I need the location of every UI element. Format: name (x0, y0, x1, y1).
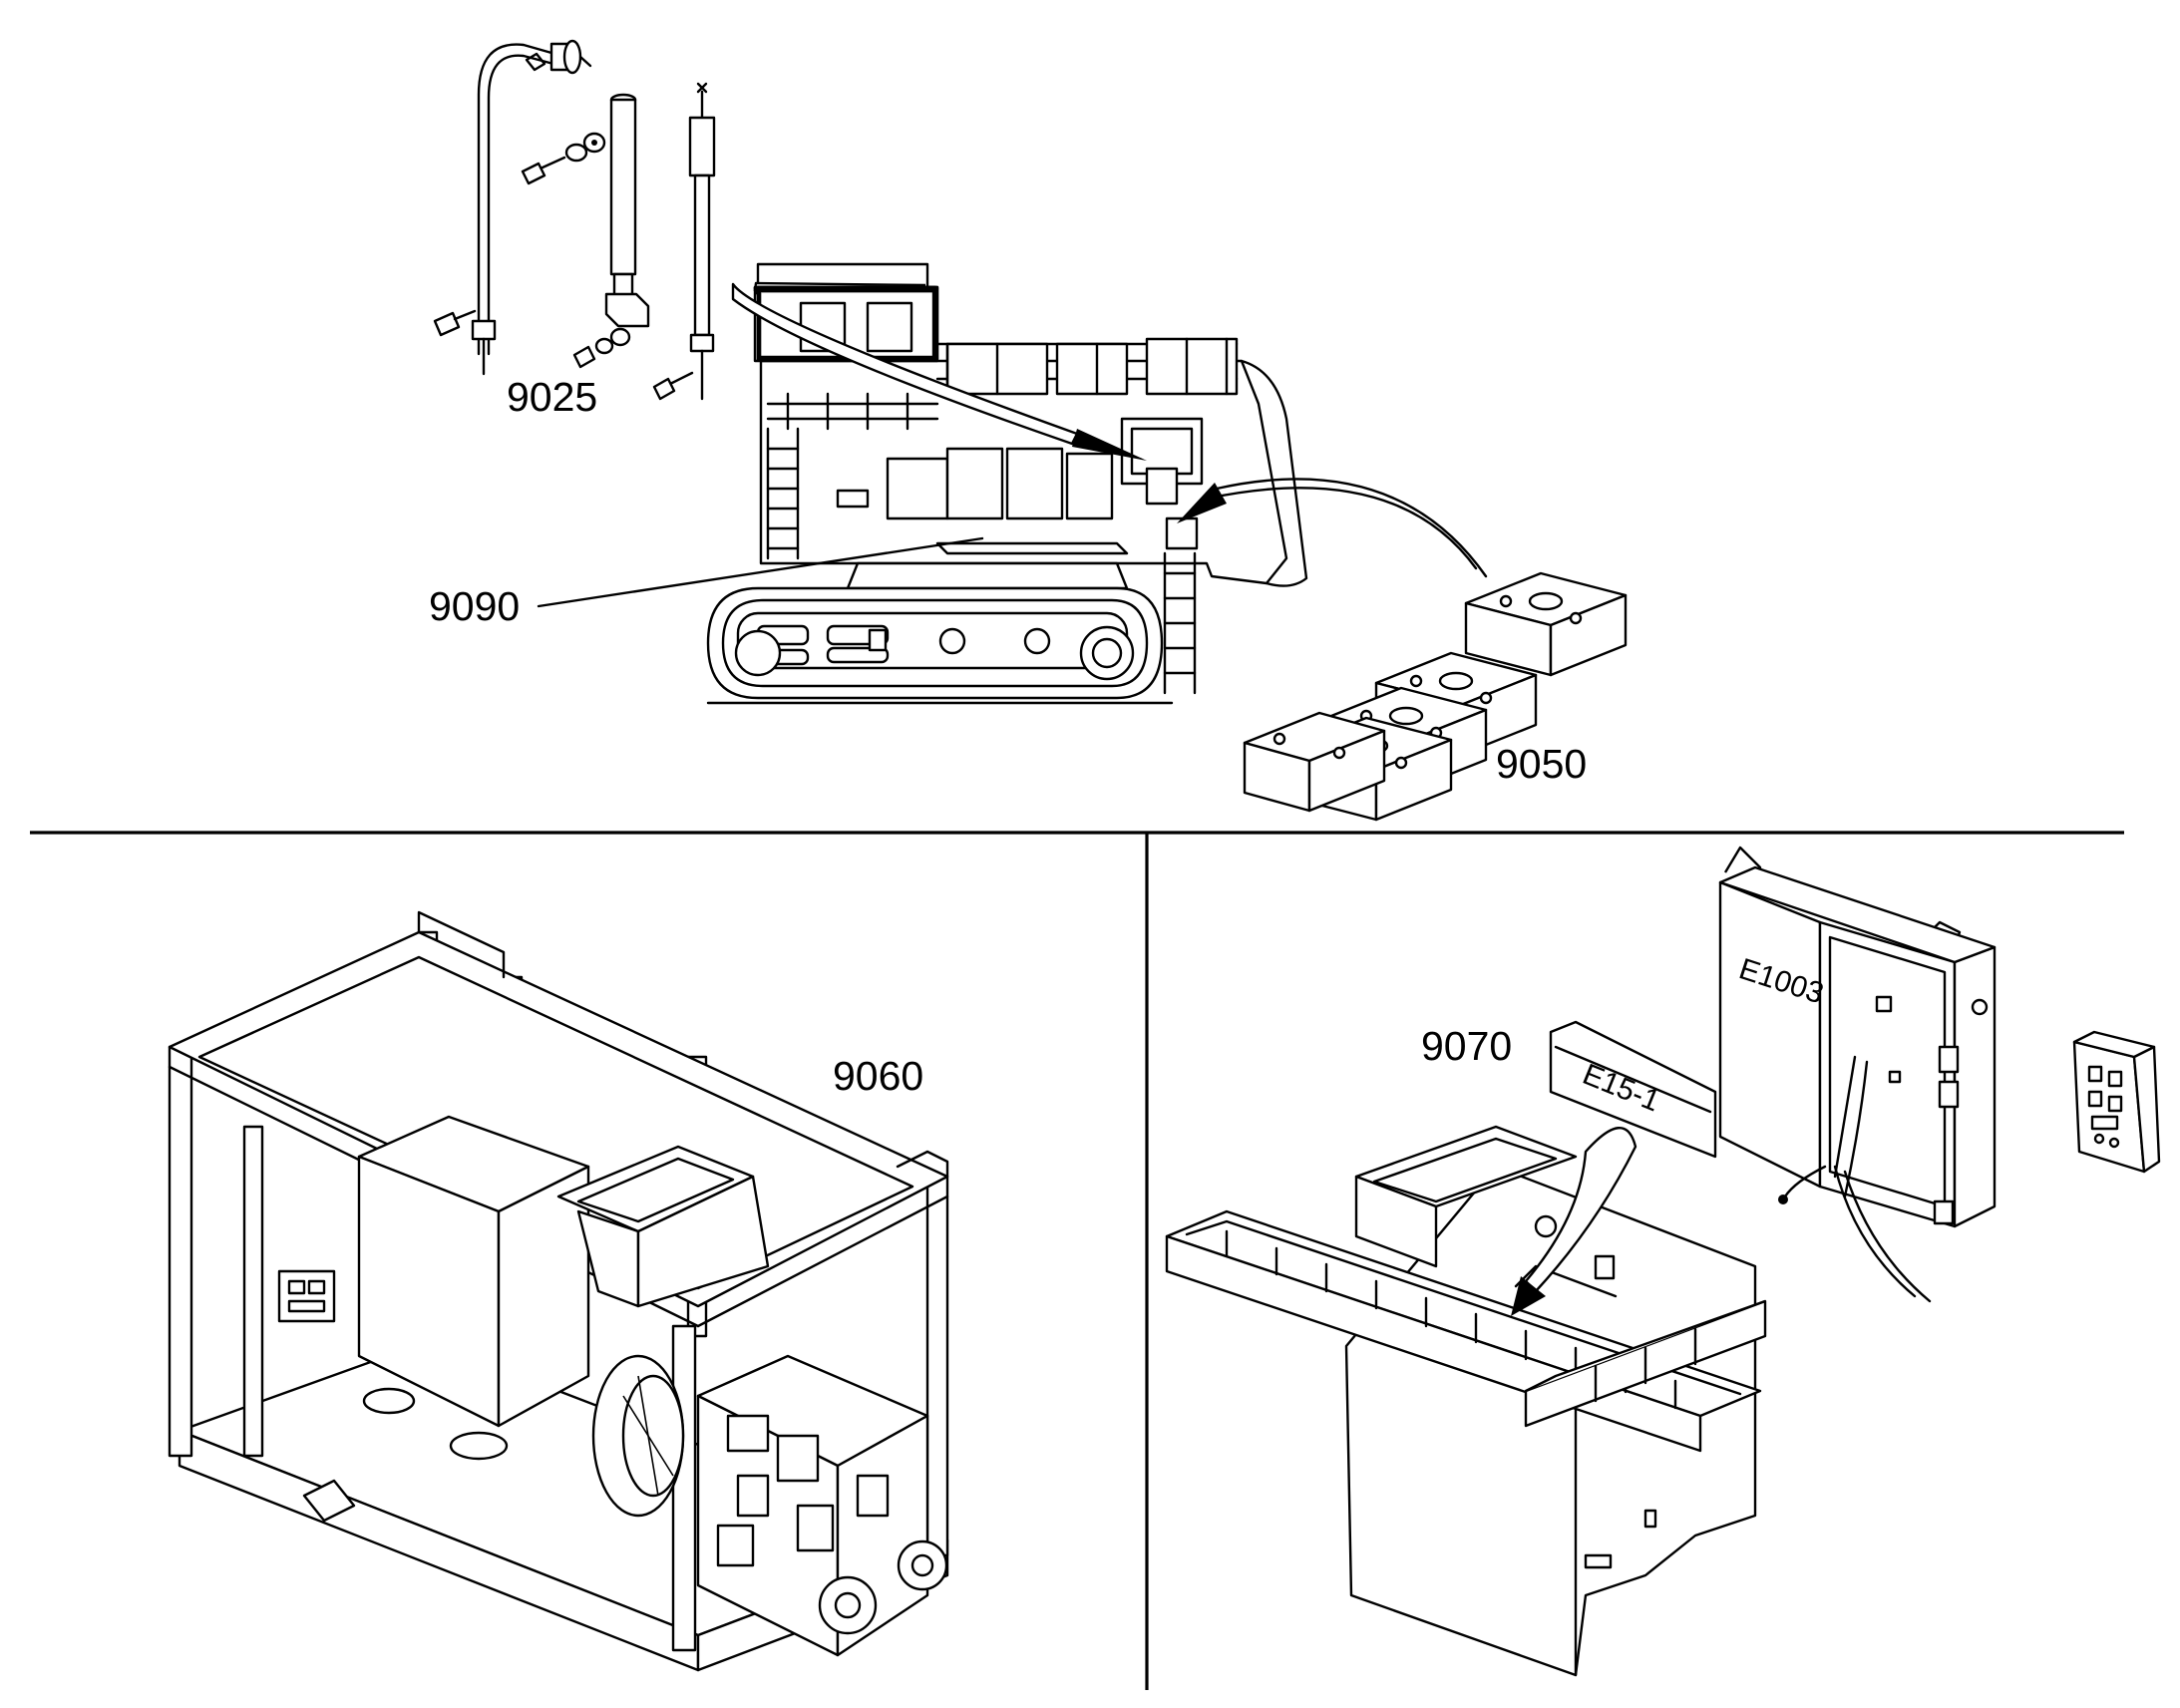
strip-plate: E15-1 (1549, 1020, 1717, 1159)
ladder-left (766, 427, 800, 560)
electrical-cabinet: E1003 (1718, 846, 1997, 1303)
excavator-overview: 9090 (429, 262, 1488, 705)
arrow-to-cabinet (1511, 1127, 1637, 1316)
power-unit-frame: 9060 (168, 910, 949, 1672)
leader-9090 (537, 536, 984, 608)
hopper (556, 1145, 770, 1308)
control-cabinet-group: E1003 E15-1 (1165, 846, 2161, 1677)
antenna-mast-group: 9025 (433, 39, 716, 420)
ladder-right (1163, 551, 1197, 695)
callout-9025: 9025 (507, 374, 597, 420)
callout-9070: 9070 (1421, 1023, 1512, 1069)
arrow-to-mast (731, 282, 1147, 461)
callout-9050: 9050 (1496, 741, 1587, 787)
mast-center (604, 93, 650, 328)
small-panel (2072, 1030, 2161, 1174)
engine-block (696, 1354, 948, 1657)
crawler-track (706, 586, 1164, 700)
cooling-fan (591, 1354, 685, 1518)
battery-set: 9050 (1243, 571, 1628, 822)
cabinet-frame-rails (1165, 1209, 1767, 1453)
bolt-right (652, 371, 694, 401)
bolt-lower (572, 327, 631, 369)
callout-9090: 9090 (429, 583, 520, 629)
bolt-left (433, 309, 477, 337)
callout-9060: 9060 (833, 1053, 923, 1099)
connector-fitting (525, 39, 592, 75)
arrow-from-batteries (1177, 478, 1488, 578)
tank-block (357, 1115, 590, 1461)
mast-right (688, 82, 716, 401)
bolt-upper (521, 132, 606, 185)
